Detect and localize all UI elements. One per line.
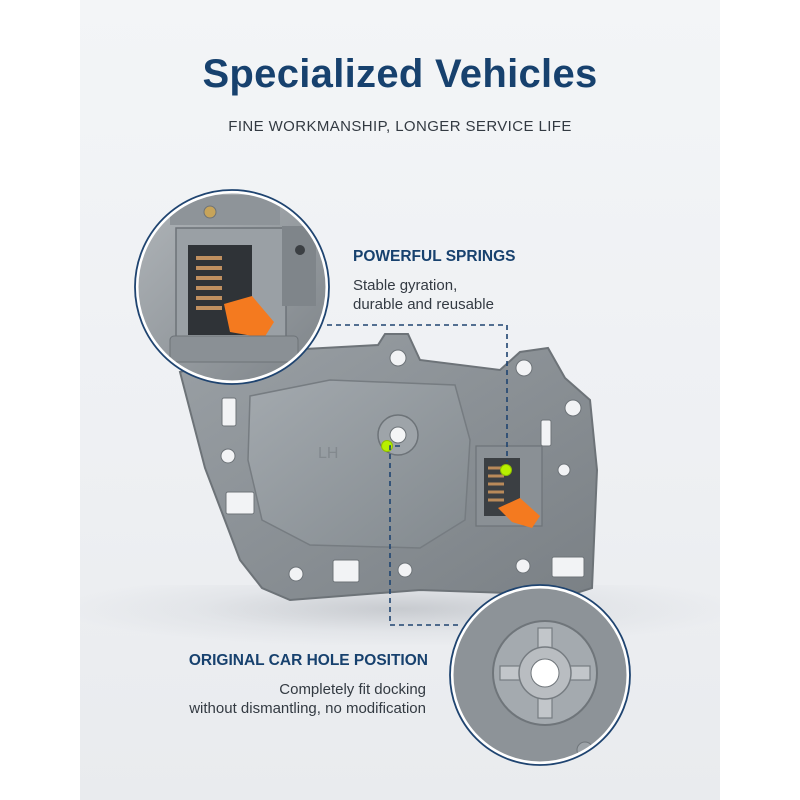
spring-highlight-marker xyxy=(500,464,512,476)
door-handle-frame: LH xyxy=(178,333,599,602)
feature-description-line: Stable gyration, xyxy=(353,277,458,294)
page-title: Specialized Vehicles xyxy=(202,52,598,96)
zoom-circle-springs xyxy=(134,189,330,385)
feature-description-hole-position: Completely fit docking without dismantli… xyxy=(120,680,426,718)
page-subtitle: FINE WORKMANSHIP, LONGER SERVICE LIFE xyxy=(228,118,572,135)
feature-description-springs: Stable gyration, durable and reusable xyxy=(353,276,593,314)
feature-title-hole-position: ORIGINAL CAR HOLE POSITION xyxy=(188,652,428,669)
feature-description-line: without dismantling, no modification xyxy=(189,700,426,717)
svg-text:LH: LH xyxy=(318,445,338,462)
leader-lines xyxy=(327,324,508,626)
spring-mechanism-small xyxy=(475,445,543,528)
zoom-circle-hole-position xyxy=(449,584,631,766)
feature-description-line: durable and reusable xyxy=(353,296,494,313)
feature-description-line: Completely fit docking xyxy=(279,681,426,698)
feature-title-springs: POWERFUL SPRINGS xyxy=(353,248,516,265)
